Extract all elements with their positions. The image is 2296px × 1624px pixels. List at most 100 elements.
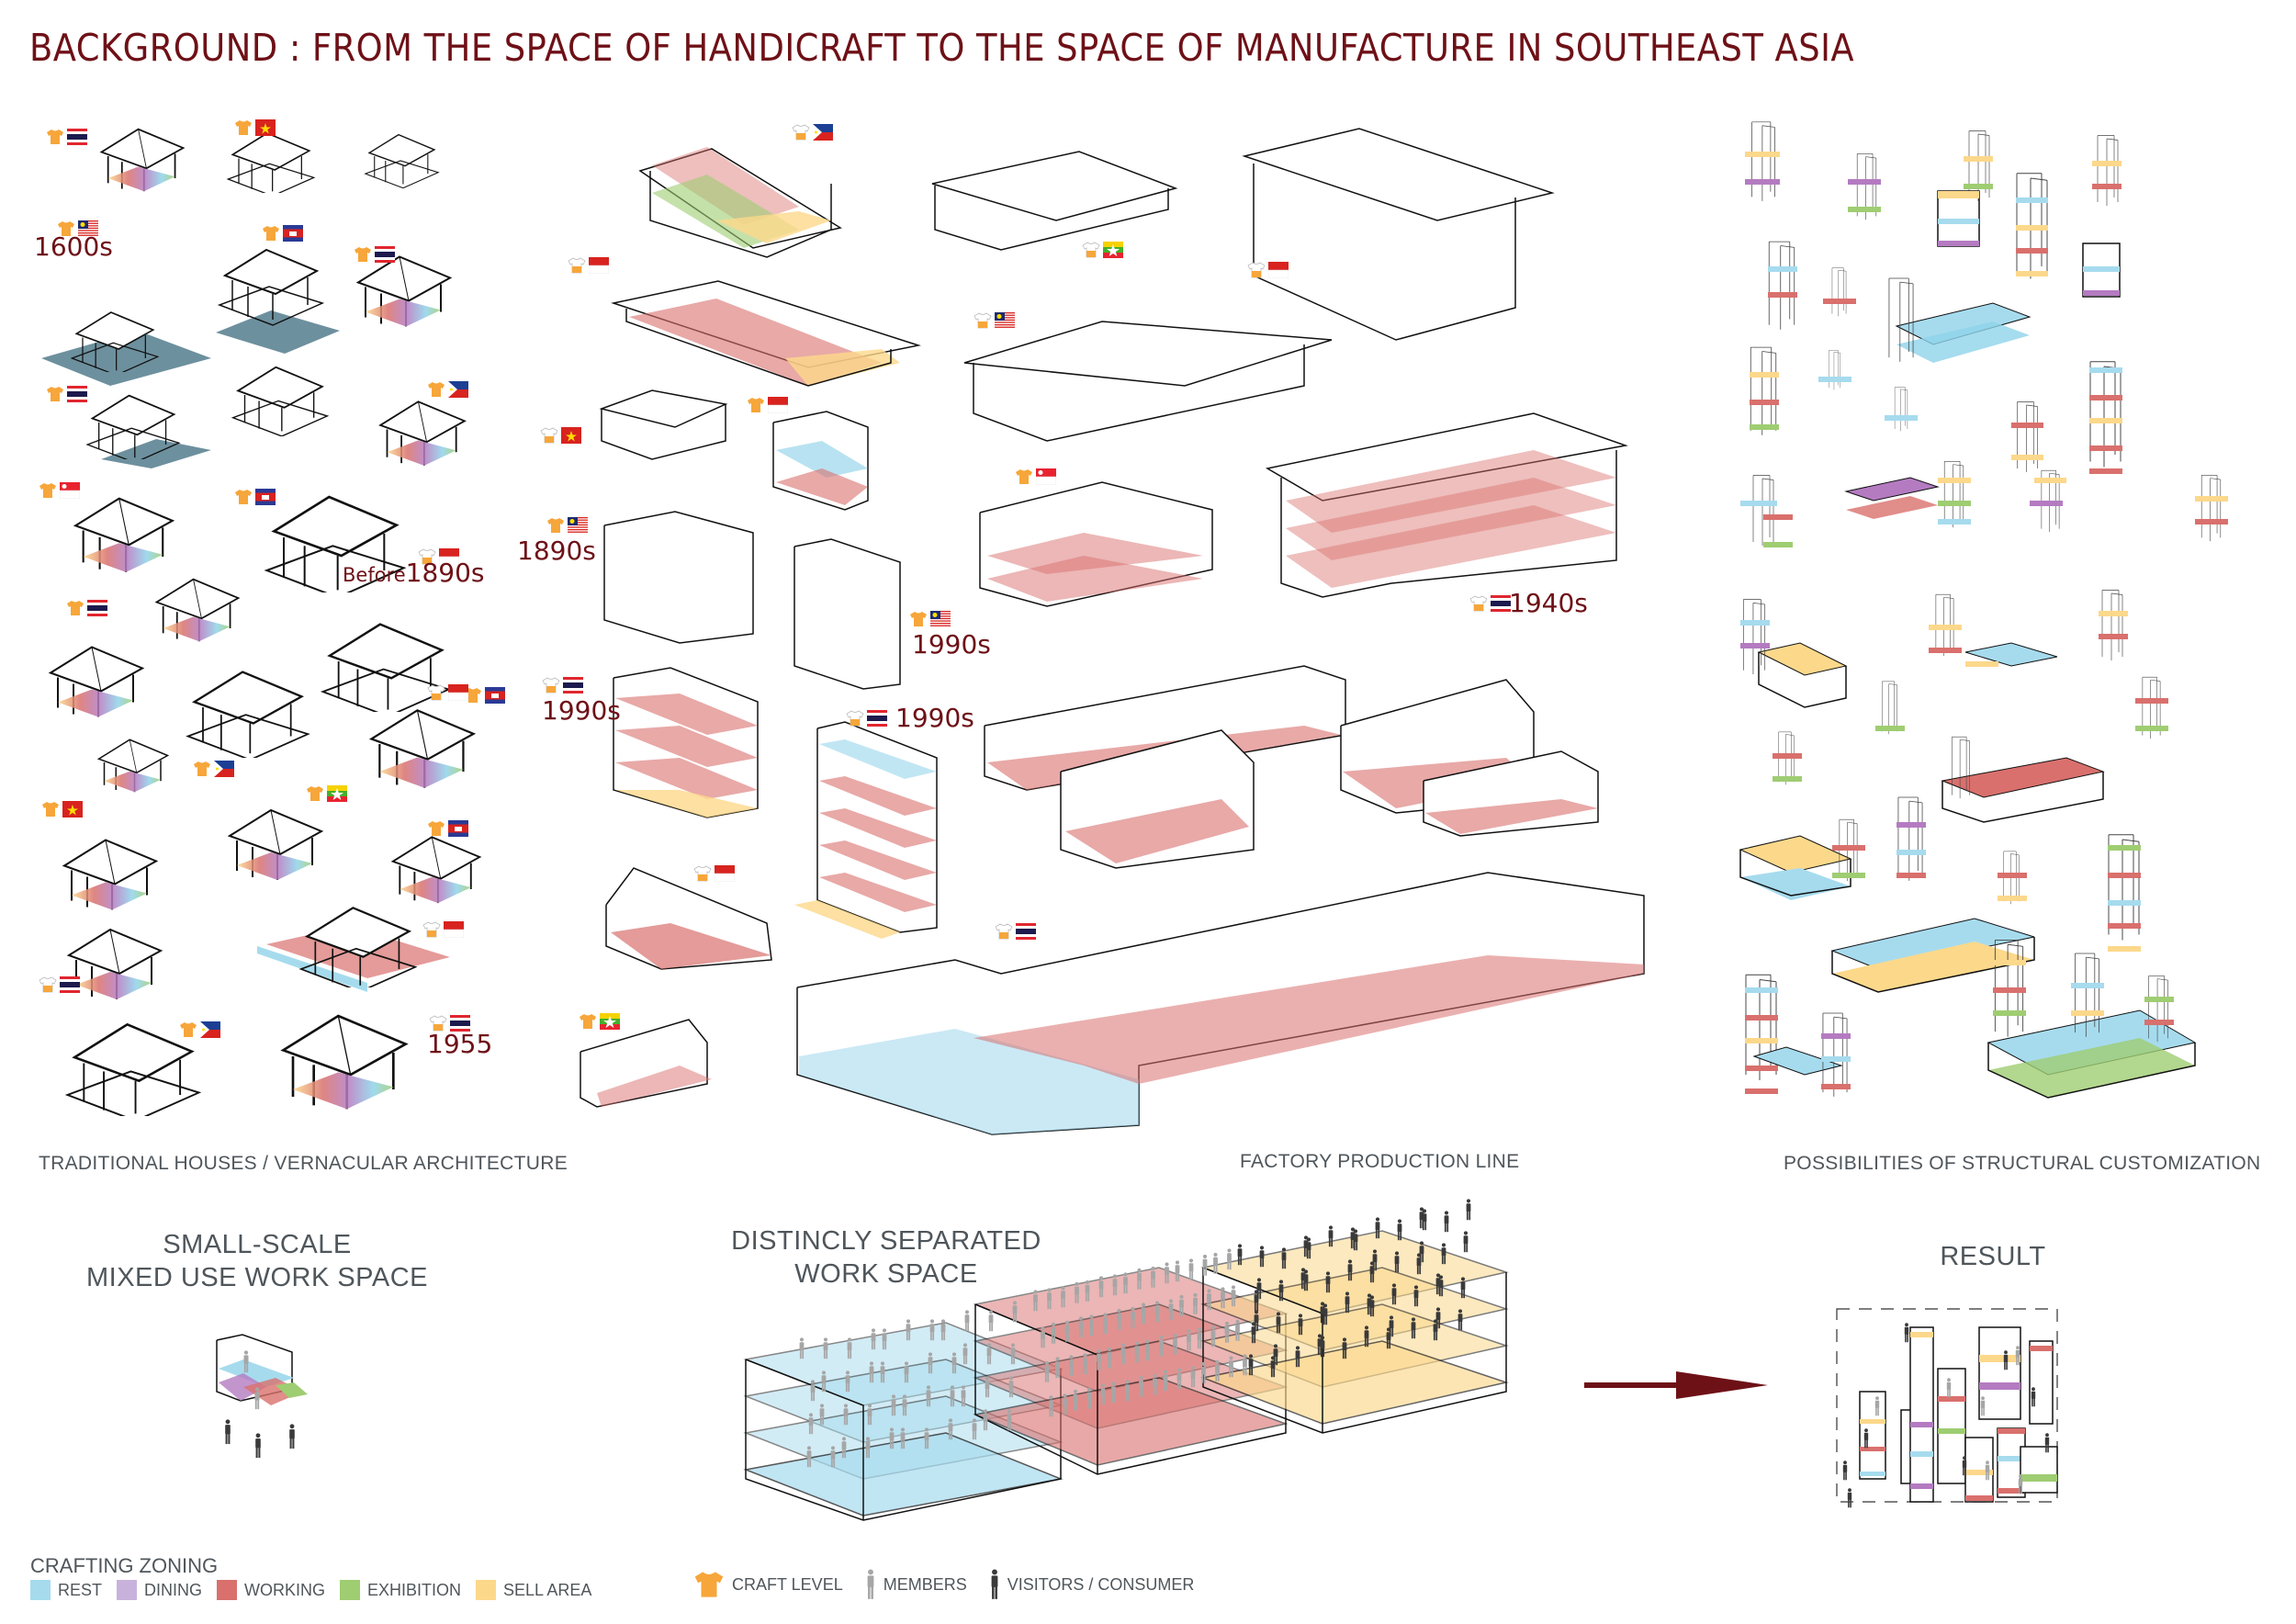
heading-separated: DISTINCLY SEPARATED WORK SPACE xyxy=(703,1224,1070,1291)
flag-vietnam-icon xyxy=(255,119,276,136)
legend-swatch xyxy=(476,1580,497,1600)
craft-country-tag xyxy=(66,600,107,616)
shirt-icon xyxy=(910,612,927,626)
flag-malaysia-icon xyxy=(568,517,588,534)
member-figure xyxy=(964,1310,970,1332)
year-label-before-1890s: Before1890s xyxy=(343,558,485,588)
craft-country-tag xyxy=(693,865,735,882)
page-title: BACKGROUND : FROM THE SPACE OF HANDICRAF… xyxy=(29,26,1855,70)
shirt-icon xyxy=(47,387,63,401)
flag-indonesia-icon xyxy=(715,865,735,882)
craft-country-tag xyxy=(422,921,464,938)
legend-symbol-craft-level: CRAFT LEVEL xyxy=(693,1569,843,1600)
heading-result: RESULT xyxy=(1940,1242,2046,1271)
shirt-icon xyxy=(846,710,864,727)
flag-cambodia-icon xyxy=(255,489,276,505)
visitor-figure xyxy=(1463,1231,1469,1253)
legend-swatch xyxy=(217,1580,238,1600)
craft-country-tag xyxy=(542,677,583,694)
shirt-icon xyxy=(429,1015,447,1032)
legend-label: EXHIBITION xyxy=(367,1580,462,1599)
flag-thailand-icon xyxy=(563,677,583,694)
flag-indonesia-icon xyxy=(589,257,609,274)
heading-line-2: MIXED USE WORK SPACE xyxy=(85,1263,429,1292)
legend-zone-dining: DINING xyxy=(117,1580,202,1600)
craft-country-tag xyxy=(1247,262,1289,278)
flag-indonesia-icon xyxy=(448,684,468,701)
legend-label: SELL AREA xyxy=(503,1580,592,1599)
craft-country-tag xyxy=(747,397,788,413)
flag-philippines-icon xyxy=(200,1021,220,1038)
shirt-icon xyxy=(995,923,1013,940)
flag-singapore-icon xyxy=(1036,468,1056,485)
shirt-icon xyxy=(542,677,560,694)
caption-factory-production: FACTORY PRODUCTION LINE xyxy=(1240,1151,1520,1172)
flag-cambodia-icon xyxy=(448,820,468,837)
flag-thailand-icon xyxy=(450,1015,470,1032)
heading-line-2: WORK SPACE xyxy=(794,1259,978,1289)
flag-indonesia-icon xyxy=(439,548,459,565)
shirt-icon xyxy=(42,802,59,817)
result-illustration xyxy=(1836,1308,2058,1508)
shirt-icon xyxy=(1082,242,1100,258)
craft-country-tag xyxy=(46,386,87,402)
flag-vietnam-icon xyxy=(62,801,83,818)
craft-country-tag xyxy=(262,225,303,242)
craft-country-tag xyxy=(354,246,395,263)
small-scale-workspace-illustration xyxy=(216,1334,308,1459)
heading-line-1: SMALL-SCALE xyxy=(163,1230,352,1259)
person-icon xyxy=(991,1569,998,1599)
member-figure xyxy=(988,1310,994,1332)
flag-cambodia-icon xyxy=(485,687,505,704)
craft-country-tag xyxy=(193,761,234,777)
shirt-icon xyxy=(58,221,74,236)
craft-country-tag xyxy=(46,129,87,145)
legend-label: CRAFT LEVEL xyxy=(732,1574,843,1594)
shirt-icon xyxy=(1469,595,1488,612)
flag-myanmar-icon xyxy=(327,785,347,802)
shirt-icon xyxy=(694,1572,724,1597)
shirt-icon xyxy=(235,120,252,135)
craft-country-tag xyxy=(427,684,468,701)
year-label-1990s-my: 1990s xyxy=(912,629,991,660)
craft-country-tag xyxy=(41,801,83,818)
craft-country-tag xyxy=(1469,595,1511,612)
heading-line-1: DISTINCLY SEPARATED xyxy=(731,1226,1041,1256)
flag-thailand-icon xyxy=(67,129,87,145)
year-label-1955: 1955 xyxy=(427,1029,493,1059)
shirt-icon xyxy=(568,257,586,274)
shirt-icon xyxy=(355,247,371,262)
craft-country-tag xyxy=(846,710,887,727)
craft-country-tag xyxy=(579,1013,620,1030)
craft-country-tag xyxy=(427,381,468,398)
shirt-icon xyxy=(540,427,558,444)
year-label-1940s: 1940s xyxy=(1509,588,1588,618)
flag-thailand-icon xyxy=(60,976,80,993)
craft-country-tag xyxy=(57,220,98,237)
flag-thailand-icon xyxy=(87,600,107,616)
legend-zones: REST DINING WORKING EXHIBITION SELL AREA xyxy=(30,1580,591,1600)
member-figure xyxy=(1188,1258,1194,1280)
craft-country-tag xyxy=(306,785,347,802)
shirt-icon xyxy=(67,601,84,615)
legend-symbol-members: MEMBERS xyxy=(865,1569,967,1600)
shirt-icon xyxy=(39,483,56,498)
craft-country-tag xyxy=(234,119,276,136)
shirt-icon xyxy=(974,312,992,329)
legend-swatch xyxy=(340,1580,361,1600)
legend-zone-working: WORKING xyxy=(217,1580,325,1600)
legend-zone-sell-area: SELL AREA xyxy=(476,1580,591,1600)
heading-small-scale: SMALL-SCALE MIXED USE WORK SPACE xyxy=(73,1228,441,1294)
year-prefix: Before xyxy=(343,564,406,586)
shirt-icon xyxy=(263,226,279,241)
legend-title: CRAFTING ZONING xyxy=(30,1554,219,1577)
flag-myanmar-icon xyxy=(1103,242,1123,258)
legend-label: DINING xyxy=(144,1580,203,1599)
person-icon xyxy=(867,1569,874,1599)
year-label-1990s-th-tall: 1990s xyxy=(895,703,974,733)
flag-thailand-icon xyxy=(1491,595,1511,612)
craft-country-tag xyxy=(234,489,276,505)
flag-vietnam-icon xyxy=(561,427,581,444)
legend-label: REST xyxy=(58,1580,103,1599)
shirt-icon xyxy=(580,1014,596,1029)
